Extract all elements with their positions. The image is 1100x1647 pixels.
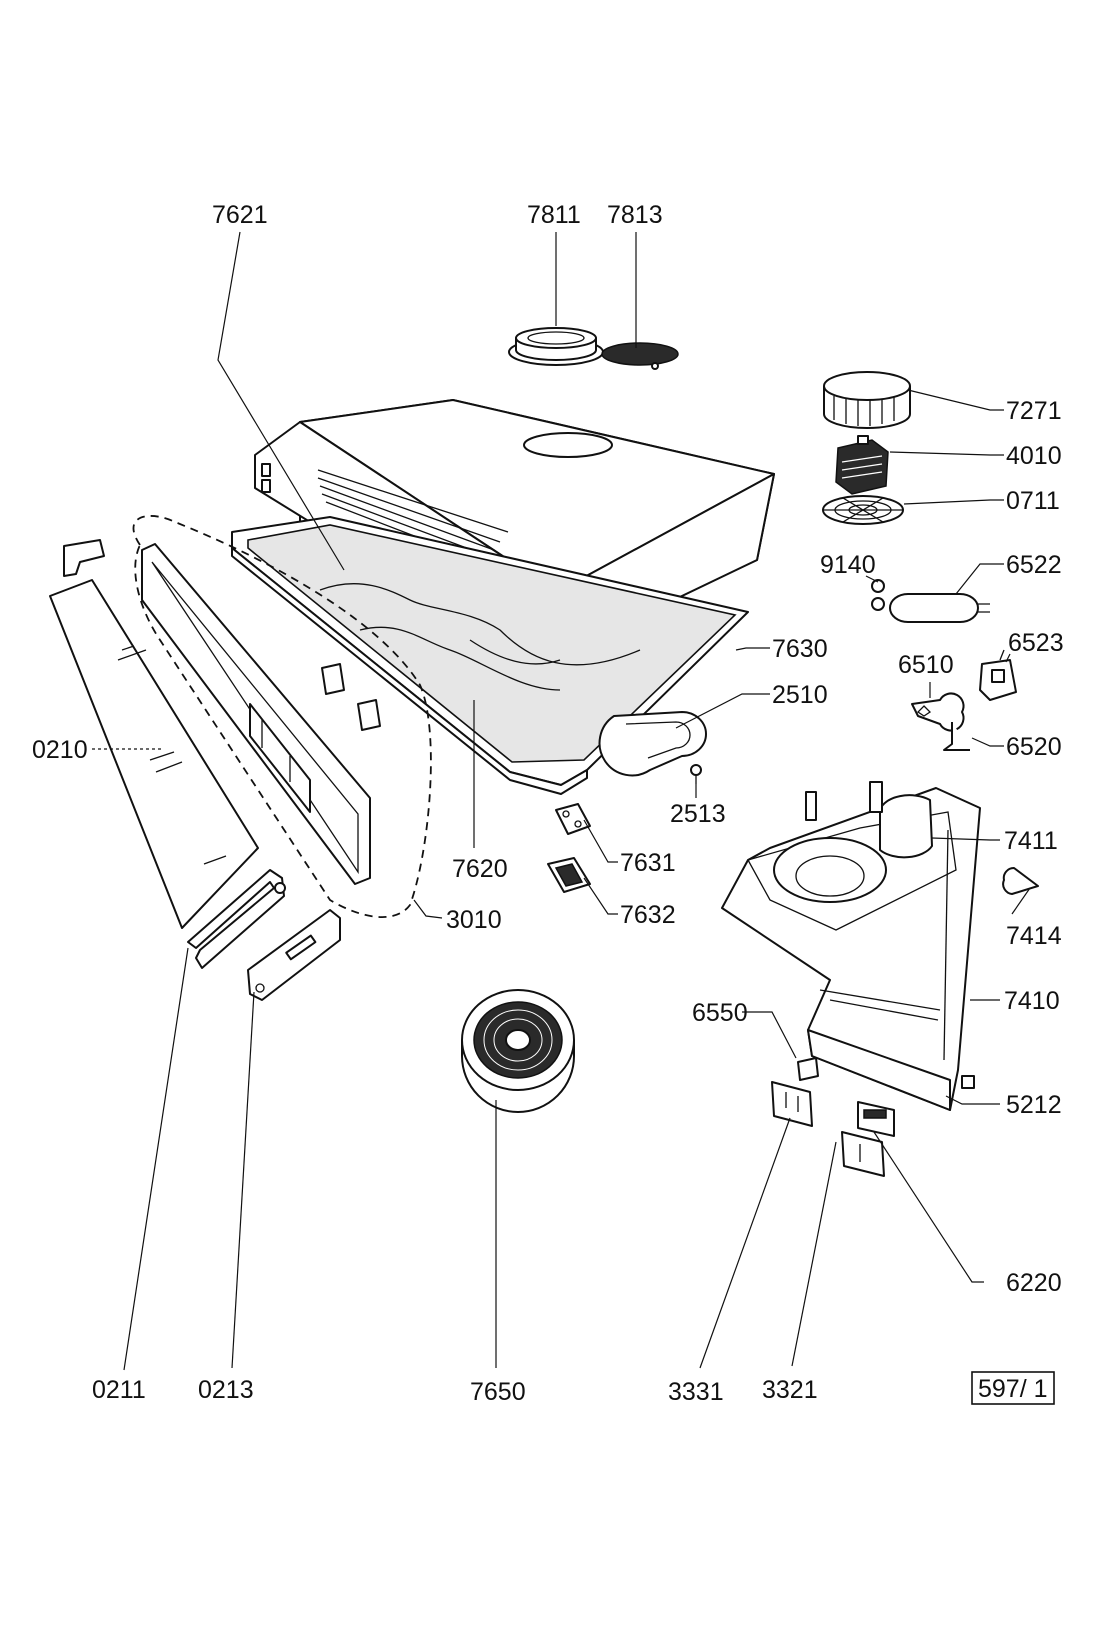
callout-7620: 7620	[452, 855, 508, 883]
part-4010-motor	[835, 435, 889, 495]
part-5212-connector	[961, 1075, 975, 1089]
part-7410-blower-housing	[721, 781, 981, 1111]
page-stamp-text: 597/ 1	[978, 1375, 1048, 1403]
part-6522-lamp-plate	[889, 593, 990, 623]
callout-6550: 6550	[692, 999, 748, 1027]
callout-7630: 7630	[772, 635, 828, 663]
callout-6220: 6220	[1006, 1269, 1062, 1297]
part-7271-motor-cap	[823, 371, 911, 429]
callout-9140: 9140	[820, 551, 876, 579]
part-0213-end-piece	[247, 909, 341, 1001]
callout-7621: 7621	[212, 201, 268, 229]
part-2510-lamp-cover	[598, 711, 707, 777]
part-7632-switch	[547, 857, 591, 893]
part-6510-bulb	[911, 692, 970, 751]
callout-labels: 7621 7811 7813 7271 4010 0711 9140 6522 …	[32, 201, 1064, 1406]
part-6550-switch	[797, 1057, 819, 1081]
part-7631-clip	[555, 803, 591, 835]
part-3331-button	[771, 1081, 813, 1127]
callout-2513: 2513	[670, 800, 726, 828]
callout-7414: 7414	[1006, 922, 1062, 950]
callout-7271: 7271	[1006, 397, 1062, 425]
callout-4010: 4010	[1006, 442, 1062, 470]
part-0211-bracket	[187, 869, 286, 969]
callout-3010: 3010	[446, 906, 502, 934]
callout-7631: 7631	[620, 849, 676, 877]
part-6220-switch-block	[857, 1101, 895, 1137]
callout-0213: 0213	[198, 1376, 254, 1404]
callout-2510: 2510	[772, 681, 828, 709]
part-9140-nuts	[871, 579, 885, 611]
callout-6520: 6520	[1006, 733, 1062, 761]
callout-7811: 7811	[527, 201, 581, 229]
callout-0711: 0711	[1006, 487, 1060, 515]
callout-3321: 3321	[762, 1376, 818, 1404]
part-7813-mesh-disc	[601, 342, 679, 370]
part-7414-cone	[1002, 866, 1039, 895]
part-6523-lamp-holder	[979, 649, 1017, 701]
callout-6510: 6510	[898, 651, 954, 679]
group-3010-outline	[132, 515, 432, 918]
part-3321-button	[841, 1131, 885, 1177]
page-stamp: 597/ 1	[971, 1371, 1055, 1405]
callout-7410: 7410	[1004, 987, 1060, 1015]
part-3010-control-panel	[141, 543, 381, 885]
part-0210-glass-panel	[49, 579, 259, 929]
part-7650-charcoal-filter	[461, 989, 575, 1113]
part-2513-screw	[690, 764, 702, 784]
part-0711-grille-disc	[822, 495, 904, 525]
callout-0210: 0210	[32, 736, 88, 764]
callout-6522: 6522	[1006, 551, 1062, 579]
callout-7632: 7632	[620, 901, 676, 929]
part-7811-collar	[508, 327, 604, 366]
leader-lines	[92, 231, 1031, 1371]
callout-0211: 0211	[92, 1376, 146, 1404]
callout-7650: 7650	[470, 1378, 526, 1406]
callout-6523: 6523	[1008, 629, 1064, 657]
callout-7813: 7813	[607, 201, 663, 229]
callout-3331: 3331	[668, 1378, 724, 1406]
part-0210-bracket	[63, 539, 105, 577]
callout-7411: 7411	[1004, 827, 1058, 855]
callout-5212: 5212	[1006, 1091, 1062, 1119]
